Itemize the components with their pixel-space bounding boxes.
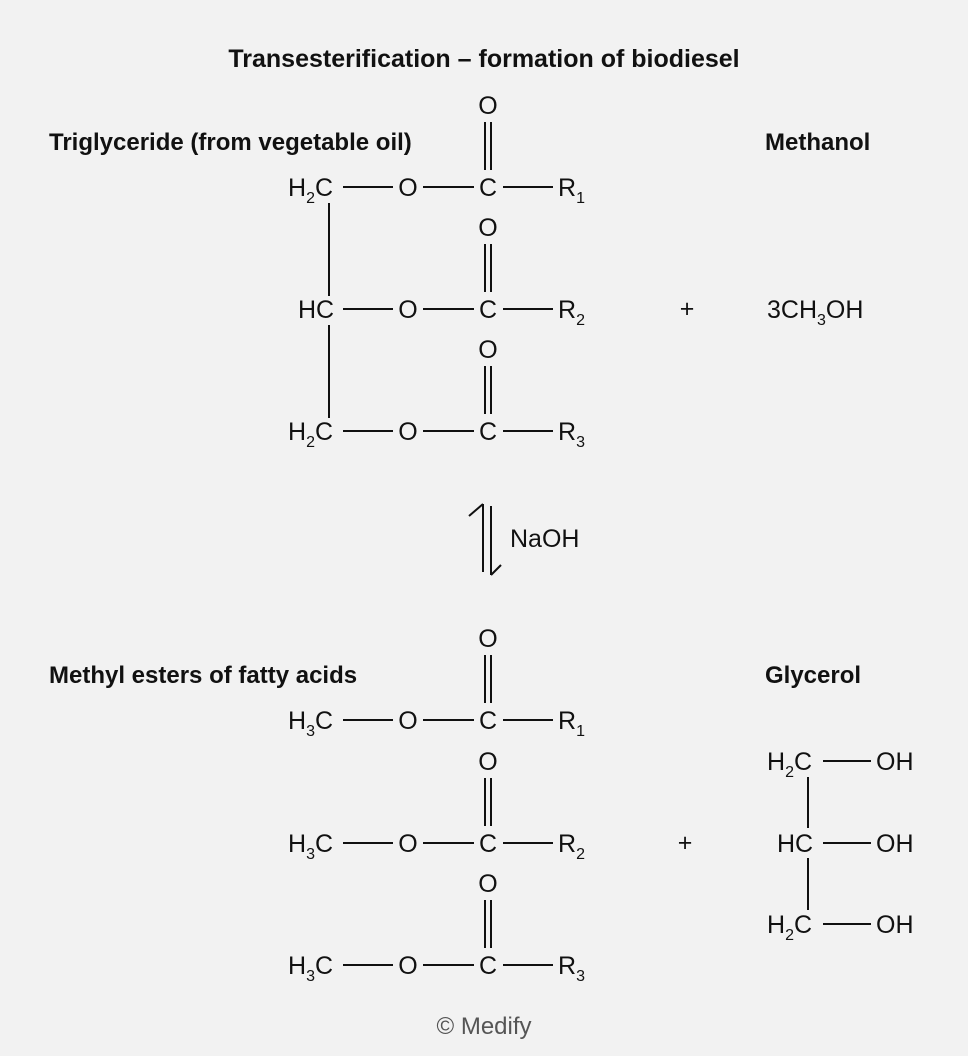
methyl-ester-1: H3C O C R1 O — [288, 625, 585, 740]
ester-group-2: HC O C R2 O — [298, 214, 585, 329]
plus-sign: + — [678, 829, 693, 857]
r-group: R3 — [558, 952, 585, 985]
oxygen-atom: O — [398, 174, 417, 202]
triglyceride-structure: H2C O C R1 O HC O C R2 O H2C — [288, 92, 585, 451]
carbonyl-oxygen: O — [478, 336, 497, 364]
methyl-label: H3C — [288, 830, 333, 863]
methyl-esters-label: Methyl esters of fatty acids — [49, 662, 357, 689]
r-group: R2 — [558, 830, 585, 863]
carbonyl-oxygen: O — [478, 870, 497, 898]
carbon-label: H2C — [767, 748, 812, 781]
carbonyl-oxygen: O — [478, 748, 497, 776]
oxygen-atom: O — [398, 418, 417, 446]
carbon-label: H2C — [288, 418, 333, 451]
glycerol-label: Glycerol — [765, 662, 861, 689]
oxygen-atom: O — [398, 296, 417, 324]
carbon-label: HC — [777, 830, 813, 858]
catalyst-label: NaOH — [510, 525, 579, 553]
carbonyl-oxygen: O — [478, 92, 497, 120]
r-group: R1 — [558, 174, 585, 207]
carbonyl-carbon: C — [479, 952, 497, 980]
r-group: R3 — [558, 418, 585, 451]
carbonyl-carbon: C — [479, 418, 497, 446]
equilibrium-arrow-icon — [468, 503, 502, 576]
triglyceride-label: Triglyceride (from vegetable oil) — [49, 129, 412, 156]
reverse-arrow-barb — [490, 564, 502, 576]
plus-sign: + — [680, 295, 695, 323]
carbonyl-oxygen: O — [478, 214, 497, 242]
diagram-title: Transesterification – formation of biodi… — [228, 45, 739, 73]
copyright-notice: © Medify — [436, 1013, 531, 1040]
methanol-formula: 3CH3OH — [767, 296, 863, 329]
carbonyl-carbon: C — [479, 174, 497, 202]
carbon-label: H2C — [288, 174, 333, 207]
forward-arrow-barb — [468, 503, 484, 517]
oxygen-atom: O — [398, 707, 417, 735]
methyl-label: H3C — [288, 707, 333, 740]
r-group: R2 — [558, 296, 585, 329]
carbon-label: H2C — [767, 911, 812, 944]
carbonyl-oxygen: O — [478, 625, 497, 653]
carbon-label: HC — [298, 296, 334, 324]
carbonyl-carbon: C — [479, 830, 497, 858]
carbonyl-carbon: C — [479, 707, 497, 735]
ester-group-3: H2C O C R3 O — [288, 336, 585, 451]
oxygen-atom: O — [398, 830, 417, 858]
glycerol-structure: H2C OH HC OH H2C OH — [767, 748, 914, 944]
methyl-ester-3: H3C O C R3 O — [288, 870, 585, 985]
methanol-label: Methanol — [765, 129, 870, 156]
hydroxyl-group: OH — [876, 748, 914, 776]
methyl-label: H3C — [288, 952, 333, 985]
oxygen-atom: O — [398, 952, 417, 980]
r-group: R1 — [558, 707, 585, 740]
hydroxyl-group: OH — [876, 911, 914, 939]
methyl-ester-2: H3C O C R2 O — [288, 748, 585, 863]
carbonyl-carbon: C — [479, 296, 497, 324]
hydroxyl-group: OH — [876, 830, 914, 858]
methyl-esters-structure: H3C O C R1 O H3C O C R2 O H3C — [288, 625, 585, 985]
ester-group-1: H2C O C R1 O — [288, 92, 585, 207]
